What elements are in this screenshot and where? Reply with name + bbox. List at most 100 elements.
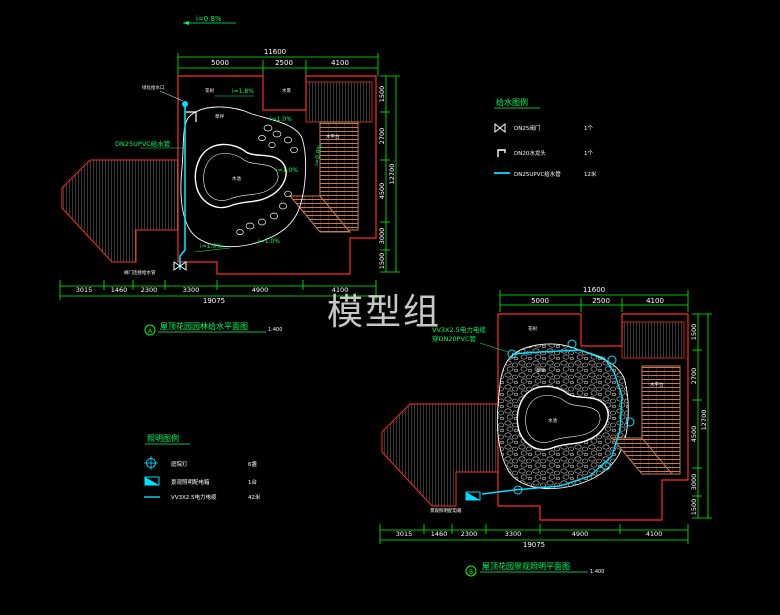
plan1-zone-feature: 水景 (282, 87, 291, 94)
plan1-valve-icon (173, 261, 187, 271)
plan1-overall-width: 11600 (264, 48, 286, 56)
lighting-legend-item-1: 庭院灯 (171, 460, 188, 468)
plan1-garden-area (180, 106, 307, 248)
top-note-text: i=0.8% (196, 15, 222, 23)
distribution-box-icon (144, 476, 160, 486)
plan2-scale: 1:400 (590, 569, 604, 575)
plan1-dim-c: 4100 (331, 59, 349, 67)
plan1-rdim-3: 4500 (378, 183, 386, 200)
plan2-roof-block (621, 321, 685, 359)
plan2-rdim-3: 4500 (690, 426, 698, 443)
water-legend-item-3: DN25UPVC给水管 (514, 170, 561, 178)
plan1-zone-deck: 木平台 (326, 133, 340, 140)
plan2-dim-b: 2500 (592, 297, 610, 305)
plan1-roof-block (305, 81, 373, 123)
lighting-plan: 11600 5000 2500 4100 1500 2700 12700 450… (379, 286, 712, 577)
plan2-bdim-3: 2300 (461, 530, 478, 538)
plan2-site-outline (497, 313, 689, 521)
plan1-supply-pipe (179, 104, 186, 270)
slope-4: i=1.0% (276, 167, 298, 174)
plan2-garden-lamps (507, 339, 635, 495)
water-legend-item-1: DN25阀门 (514, 124, 540, 132)
water-legend-qty-2: 1个 (584, 150, 593, 157)
plan1-title: 屋顶花园园林给水平面图 (160, 321, 248, 331)
garden-lamp-6 (513, 485, 523, 495)
plan1-dim-a: 5000 (211, 59, 229, 67)
plan1-rdim-1: 1500 (378, 86, 386, 103)
top-slope-note: i=0.8% (183, 15, 236, 25)
plan1-outlet-icon (182, 101, 188, 107)
plan1-bdim-6: 4100 (332, 286, 349, 294)
plan2-conduit-label: 穿DN20PVC管 (432, 334, 477, 343)
plan1-zone-trees: 花树 (205, 87, 214, 94)
plan2-dim-a: 5000 (531, 297, 549, 305)
plan2-bdim-6: 4100 (646, 530, 663, 538)
plan1-zone-pond: 水池 (232, 175, 241, 182)
plan1-dim-b: 2500 (275, 59, 293, 67)
plan2-distribution-box (465, 491, 481, 501)
plan2-box-label: 景观照明配电箱 (430, 507, 462, 514)
water-legend-qty-3: 12米 (584, 170, 597, 178)
plan2-zone-deck: 木平台 (650, 381, 664, 388)
plan1-stepping-stones (236, 124, 298, 235)
lighting-legend-item-3: VV3X2.5电力电缆 (171, 493, 217, 501)
plan2-title-block: B 屋顶花园景观照明平面图 1:400 (465, 561, 604, 577)
plan1-valve-label: 阀门连接给水管 (124, 269, 156, 276)
slope-1: i=1.8% (232, 88, 254, 95)
plan2-bottom-total: 19075 (523, 541, 545, 549)
slope-2: i=1.0% (270, 116, 292, 123)
lighting-legend-qty-1: 6盏 (248, 460, 257, 468)
plan2-pond-inner (525, 395, 601, 443)
plan1-slope-arrows: i=1.8% i=1.0% i=0.8% i=1.0% i=1.0% i=1.0… (194, 88, 324, 253)
plan2-bdim-1: 3015 (396, 530, 413, 538)
garden-lamp-1 (507, 349, 517, 359)
water-legend-title: 给水图例 (496, 97, 528, 107)
watermark-text: 模型组 (327, 292, 442, 333)
plan1-bdim-2: 1460 (111, 286, 128, 294)
water-supply-plan: 11600 5000 2500 4100 1500 2700 12700 450… (59, 48, 400, 336)
plan2-bottom-dimensions: 3015 1460 2300 3300 4900 4100 19075 (379, 524, 689, 549)
plan2-title: 屋顶花园景观照明平面图 (482, 561, 570, 571)
lighting-legend: 照明图例 庭院灯 6盏 景观照明配电箱 1台 VV3X2.5电力电缆 42米 (144, 433, 261, 501)
plan2-cable-run (481, 349, 623, 495)
plan1-left-wing (61, 159, 179, 263)
plan2-left-wing (381, 403, 499, 507)
plan1-rdim-2: 2700 (378, 128, 386, 145)
water-legend-qty-1: 1个 (584, 125, 593, 132)
plan1-outlet-label: 绿化给水口 (142, 84, 165, 91)
plan2-rdim-4: 3000 (690, 474, 698, 491)
lighting-legend-qty-2: 1台 (248, 478, 257, 486)
plan1-timber-deck (288, 121, 359, 233)
plan2-zone-lawn: 草坪 (536, 367, 545, 374)
plan2-rdim-2: 2700 (690, 368, 698, 385)
plan2-rdim-5: 1500 (690, 499, 698, 516)
plan1-pond (194, 143, 287, 209)
plan1-bottom-dimensions: 3015 1460 2300 3300 4900 4100 19075 (59, 280, 377, 305)
garden-lamp-3 (607, 355, 617, 365)
plan2-rdim-1: 1500 (690, 324, 698, 341)
plan2-timber-deck (610, 365, 681, 475)
plan2-top-dimensions: 11600 5000 2500 4100 (499, 286, 689, 312)
slope-3: i=0.8% (313, 143, 324, 166)
lighting-legend-qty-3: 42米 (248, 493, 261, 501)
garden-lamp-5 (601, 461, 611, 471)
garden-lamp-4 (625, 417, 635, 427)
plan2-cable-label: VV3X2.5电力电缆 (432, 325, 486, 334)
plan1-top-dimensions: 11600 5000 2500 4100 (177, 48, 379, 76)
slope-6: i=1.0% (200, 243, 222, 250)
lighting-legend-item-2: 景观照明配电箱 (171, 478, 210, 486)
garden-lamp-icon (144, 456, 158, 470)
plan1-site-outline (177, 75, 377, 275)
plan2-zone-trees: 花树 (528, 325, 537, 332)
plan2-dim-c: 4100 (646, 297, 664, 305)
plan2-rdim-total: 12700 (700, 410, 708, 431)
plan1-bdim-4: 3300 (183, 286, 200, 294)
plan2-badge: B (469, 569, 473, 576)
plan1-rdim-5: 1500 (378, 253, 386, 270)
plan1-scale: 1:400 (268, 327, 282, 333)
plan1-title-block: A 屋顶花园园林给水平面图 1:400 (144, 321, 282, 336)
plan1-zone-lawn: 草坪 (215, 113, 224, 120)
plan1-bottom-total: 19075 (203, 297, 225, 305)
slope-5: i=1.0% (258, 238, 280, 245)
